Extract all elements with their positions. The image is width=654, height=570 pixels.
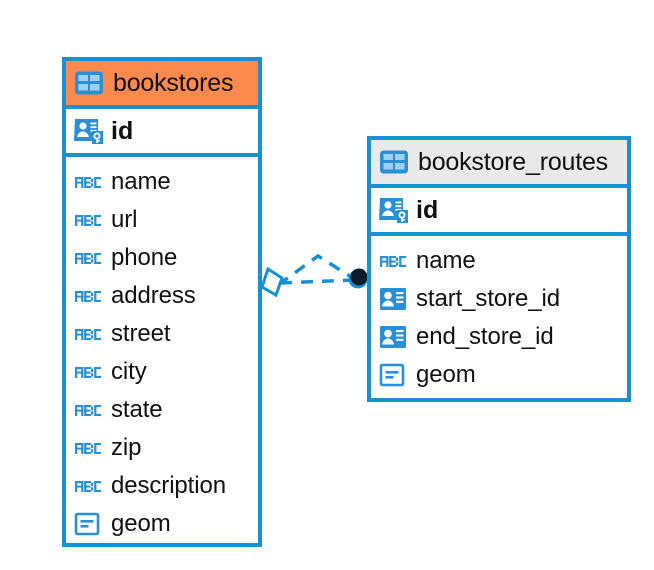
relationship-line-straight	[279, 278, 355, 285]
primary-key-row-bookstore-routes[interactable]: id	[371, 188, 627, 236]
primary-key-icon	[379, 196, 409, 224]
attribute-row-name[interactable]: name	[74, 163, 250, 201]
attribute-row-zip[interactable]: zip	[74, 429, 250, 467]
abc-text-icon	[74, 362, 102, 382]
attribute-label: start_store_id	[416, 285, 561, 312]
relationship-diamond-endpoint	[260, 266, 284, 298]
attribute-row-name[interactable]: name	[379, 242, 619, 280]
entity-title-bookstores: bookstores	[113, 68, 234, 97]
entity-header-bookstores[interactable]: bookstores	[66, 61, 258, 109]
entity-title-bookstore-routes: bookstore_routes	[418, 147, 608, 176]
attribute-list-bookstore-routes: name start_store_id	[371, 236, 627, 394]
primary-key-row-bookstores[interactable]: id	[66, 109, 258, 157]
abc-text-icon	[74, 210, 102, 230]
abc-text-icon	[74, 438, 102, 458]
attribute-row-city[interactable]: city	[74, 353, 250, 391]
entity-table-bookstore-routes[interactable]: bookstore_routes id	[367, 136, 631, 402]
attribute-label: name	[111, 168, 171, 195]
relationship-line-arc	[276, 253, 357, 287]
abc-text-icon	[74, 476, 102, 496]
primary-key-label-bookstore-routes: id	[416, 195, 439, 224]
relationship-circle-endpoint	[348, 268, 368, 289]
attribute-label: phone	[111, 244, 178, 271]
attribute-label: geom	[111, 510, 171, 537]
geometry-icon	[74, 511, 102, 537]
primary-key-icon	[74, 117, 104, 145]
entity-header-bookstore-routes[interactable]: bookstore_routes	[371, 140, 627, 188]
attribute-list-bookstores: name u	[66, 157, 258, 543]
attribute-row-state[interactable]: state	[74, 391, 250, 429]
foreign-key-icon	[379, 324, 407, 350]
abc-text-icon	[74, 248, 102, 268]
attribute-label: zip	[111, 434, 142, 461]
attribute-row-geom[interactable]: geom	[74, 505, 250, 543]
attribute-row-end-store-id[interactable]: end_store_id	[379, 318, 619, 356]
attribute-label: geom	[416, 361, 476, 388]
abc-text-icon	[379, 251, 407, 271]
attribute-row-street[interactable]: street	[74, 315, 250, 353]
attribute-label: end_store_id	[416, 323, 554, 350]
attribute-label: description	[111, 472, 226, 499]
abc-text-icon	[74, 400, 102, 420]
attribute-label: street	[111, 320, 171, 347]
abc-text-icon	[74, 286, 102, 306]
attribute-label: url	[111, 206, 138, 233]
attribute-label: state	[111, 396, 163, 423]
attribute-label: address	[111, 282, 196, 309]
primary-key-label-bookstores: id	[111, 116, 134, 145]
attribute-row-start-store-id[interactable]: start_store_id	[379, 280, 619, 318]
attribute-row-geom[interactable]: geom	[379, 356, 619, 394]
table-icon	[74, 70, 104, 96]
attribute-row-address[interactable]: address	[74, 277, 250, 315]
attribute-row-description[interactable]: description	[74, 467, 250, 505]
geometry-icon	[379, 362, 407, 388]
abc-text-icon	[74, 324, 102, 344]
entity-table-bookstores[interactable]: bookstores id	[62, 57, 262, 547]
attribute-row-phone[interactable]: phone	[74, 239, 250, 277]
attribute-label: city	[111, 358, 147, 385]
table-icon	[379, 149, 409, 175]
abc-text-icon	[74, 172, 102, 192]
foreign-key-icon	[379, 286, 407, 312]
attribute-row-url[interactable]: url	[74, 201, 250, 239]
attribute-label: name	[416, 247, 476, 274]
